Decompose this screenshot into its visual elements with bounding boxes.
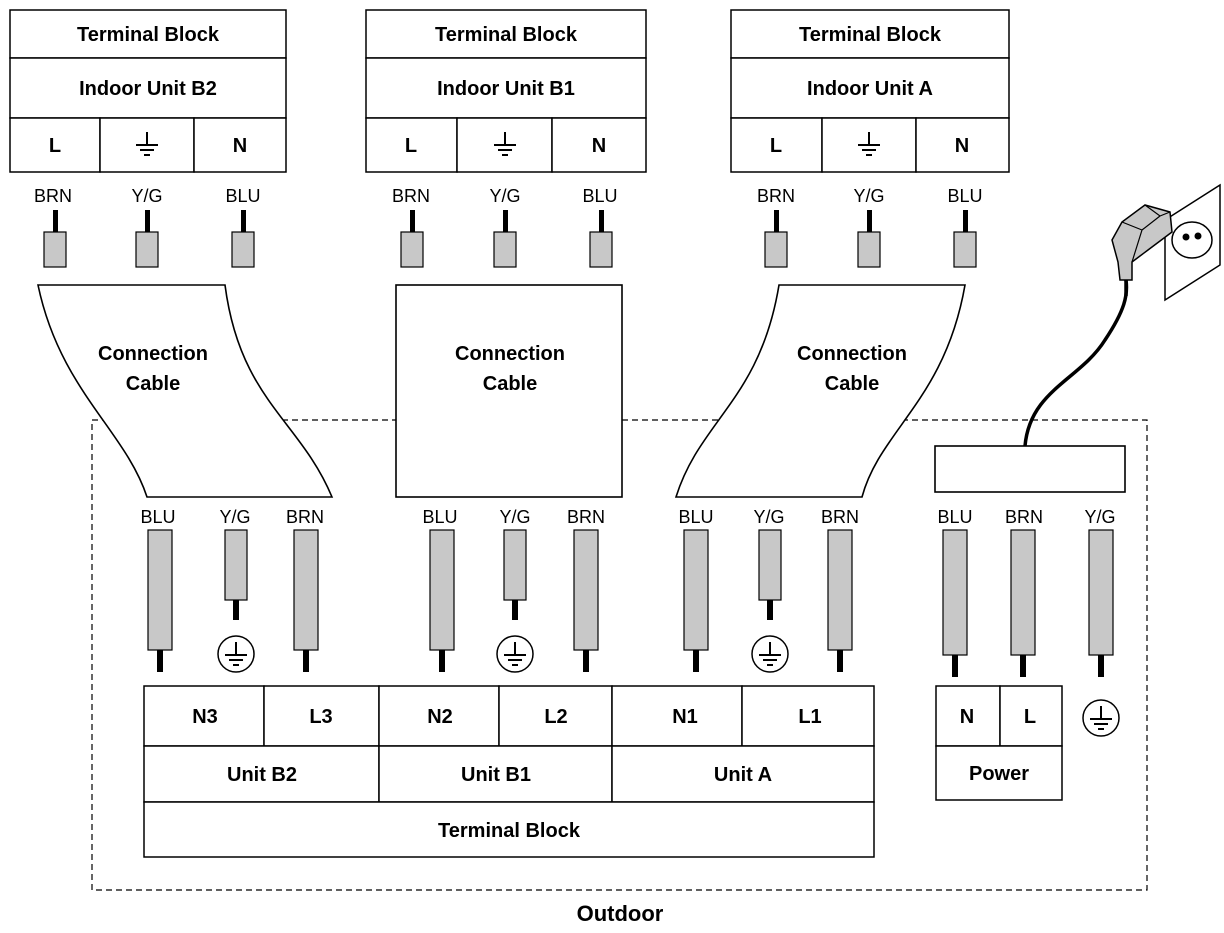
cable-label: Cable (483, 373, 537, 395)
terminal-l2: L2 (544, 706, 567, 728)
wire-label: BRN (286, 507, 324, 527)
outdoor-wires-a: BLU Y/G BRN (678, 507, 859, 673)
plug-icon (1111, 204, 1173, 281)
indoor-unit-name: Indoor Unit B1 (437, 78, 575, 100)
wire-label: Y/G (219, 507, 250, 527)
connection-cable-b1: Connection Cable (395, 284, 623, 498)
cable-label: Cable (825, 373, 879, 395)
terminal-n2: N2 (427, 706, 453, 728)
cable-label: Connection (797, 343, 907, 365)
outdoor-boundary (91, 419, 1148, 891)
wire-label: BRN (34, 186, 72, 206)
outdoor-label: Outdoor (577, 901, 664, 926)
wire-label: BLU (225, 186, 260, 206)
indoor-unit-b1: Terminal Block Indoor Unit B1 L N (365, 9, 647, 173)
indoor-unit-a: Terminal Block Indoor Unit A L N (730, 9, 1010, 173)
power-terminal-n: N (960, 706, 974, 728)
terminal-block-label: Terminal Block (438, 820, 581, 842)
wire-label: BLU (937, 507, 972, 527)
indoor-wires-b2: BRN Y/G BLU (34, 186, 261, 268)
outdoor-terminal-block: N3 L3 N2 L2 N1 L1 Unit B2 Unit B1 Unit A… (143, 685, 875, 858)
outdoor-wires-b1: BLU Y/G BRN (422, 507, 605, 673)
wire-label: BRN (567, 507, 605, 527)
wire-label: BLU (582, 186, 617, 206)
unit-label-a: Unit A (714, 764, 772, 786)
terminal-block-header: Terminal Block (77, 24, 220, 46)
indoor-unit-b2: Terminal Block Indoor Unit B2 L N (9, 9, 287, 173)
wire-label: BLU (140, 507, 175, 527)
terminal-block-header: Terminal Block (799, 24, 942, 46)
power-cord-entry (934, 445, 1126, 493)
terminal-n: N (233, 135, 247, 157)
power-section: BLU BRN Y/G N L Power (934, 445, 1126, 801)
unit-label-b1: Unit B1 (461, 764, 531, 786)
power-label: Power (969, 763, 1029, 785)
cable-label: Connection (98, 343, 208, 365)
wire-label: Y/G (853, 186, 884, 206)
terminal-block-header: Terminal Block (435, 24, 578, 46)
wire-label: BRN (821, 507, 859, 527)
wire-label: Y/G (1084, 507, 1115, 527)
wire-label: Y/G (489, 186, 520, 206)
power-terminal-l: L (1024, 706, 1036, 728)
wire-label: BRN (1005, 507, 1043, 527)
wire-label: BLU (678, 507, 713, 527)
indoor-unit-name: Indoor Unit B2 (79, 78, 217, 100)
wire-label: Y/G (499, 507, 530, 527)
cable-label: Connection (455, 343, 565, 365)
wire-label: Y/G (753, 507, 784, 527)
terminal-l1: L1 (798, 706, 821, 728)
connection-cable-b2: Connection Cable (37, 284, 334, 498)
terminal-n: N (955, 135, 969, 157)
wire-label: BLU (422, 507, 457, 527)
outdoor-wires-b2: BLU Y/G BRN (140, 507, 324, 673)
power-plug (1023, 183, 1221, 447)
wire-label: BLU (947, 186, 982, 206)
indoor-unit-name: Indoor Unit A (807, 78, 933, 100)
terminal-n: N (592, 135, 606, 157)
unit-label-b2: Unit B2 (227, 764, 297, 786)
wire-label: Y/G (131, 186, 162, 206)
terminal-l: L (770, 135, 782, 157)
indoor-wires-b1: BRN Y/G BLU (392, 186, 618, 268)
terminal-n3: N3 (192, 706, 218, 728)
terminal-l3: L3 (309, 706, 332, 728)
wire-label: BRN (392, 186, 430, 206)
cable-label: Cable (126, 373, 180, 395)
connection-cable-a: Connection Cable (674, 284, 966, 498)
terminal-l: L (49, 135, 61, 157)
terminal-l: L (405, 135, 417, 157)
terminal-n1: N1 (672, 706, 698, 728)
wire-label: BRN (757, 186, 795, 206)
indoor-wires-a: BRN Y/G BLU (757, 186, 983, 268)
